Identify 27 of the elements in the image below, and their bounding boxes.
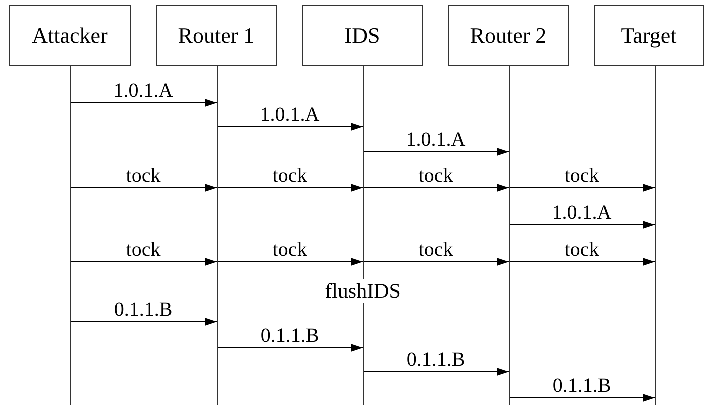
message-arrow xyxy=(364,258,510,266)
message-arrow xyxy=(218,184,364,192)
participant-box: Router 1 xyxy=(156,5,277,66)
message-arrow xyxy=(70,99,218,107)
participant-box: Router 2 xyxy=(448,5,569,66)
message-arrow xyxy=(218,123,364,131)
participant-box: Attacker xyxy=(9,5,131,66)
message-arrow xyxy=(70,184,218,192)
participant-box: IDS xyxy=(302,5,423,66)
lifeline xyxy=(655,66,656,405)
message-arrow xyxy=(364,148,510,156)
message-arrow xyxy=(70,258,218,266)
lifeline xyxy=(363,66,364,405)
message-arrow xyxy=(510,258,656,266)
lifeline xyxy=(70,66,71,405)
message-arrow xyxy=(510,221,656,229)
message-arrow xyxy=(364,368,510,376)
message-arrow xyxy=(510,394,656,402)
lifeline xyxy=(509,66,510,405)
message-arrow xyxy=(218,258,364,266)
message-arrow xyxy=(510,184,656,192)
message-arrow xyxy=(364,184,510,192)
participant-box: Target xyxy=(594,5,704,66)
note-text: flushIDS xyxy=(323,279,403,303)
message-arrow xyxy=(218,344,364,352)
lifeline xyxy=(217,66,218,405)
message-arrow xyxy=(70,318,218,326)
